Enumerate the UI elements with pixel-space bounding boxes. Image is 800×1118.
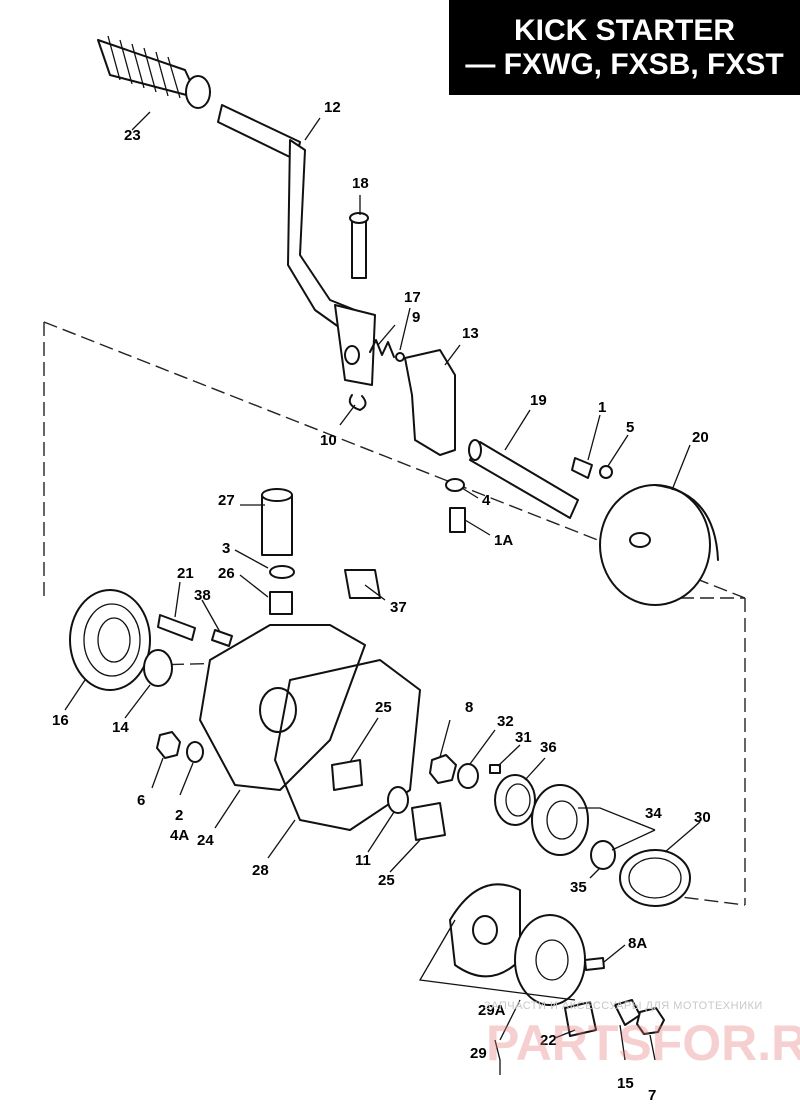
- starter-gear: [531, 784, 589, 856]
- callout-3: 3: [222, 540, 230, 557]
- spring-washer: [143, 649, 173, 687]
- lockwasher: [599, 465, 613, 479]
- callout-13: 13: [462, 325, 479, 342]
- callout-26: 26: [218, 565, 235, 582]
- ratchet-plate: [449, 883, 521, 978]
- callout-9: 9: [412, 309, 420, 326]
- kick-shaft: [468, 439, 579, 519]
- title-line-1: KICK STARTER: [513, 14, 736, 47]
- gear-stud: [564, 1001, 597, 1037]
- callout-34: 34: [645, 805, 662, 822]
- retaining-ring: [348, 394, 367, 411]
- watermark-caption: ЗАПЧАСТИ И АКСЕССУАРЫ ДЛЯ МОТОТЕХНИКИ: [484, 1000, 763, 1012]
- gear-bushing: [590, 840, 616, 870]
- callout-25-outer: 25: [378, 872, 395, 889]
- final-nut: [636, 1007, 665, 1035]
- clutch-spring: [619, 849, 691, 907]
- callout-8a: 8A: [628, 935, 647, 952]
- kick-crank-arm: [217, 104, 376, 386]
- set-plug: [211, 629, 233, 647]
- callout-20: 20: [692, 429, 709, 446]
- callout-10: 10: [320, 432, 337, 449]
- thrust-washer: [269, 565, 295, 579]
- outer-cover: [599, 484, 719, 606]
- gear-pin: [584, 957, 605, 971]
- ratchet-gear: [514, 914, 586, 1006]
- lock-washer: [186, 741, 204, 763]
- title-line-2: — FXWG, FXSB, FXST: [465, 48, 784, 81]
- clamp-bolt: [449, 507, 466, 533]
- callout-29a: 29A: [478, 1002, 506, 1019]
- bushing-long-top: [261, 488, 293, 502]
- callout-27: 27: [218, 492, 235, 509]
- callout-5: 5: [626, 419, 634, 436]
- callout-35: 35: [570, 879, 587, 896]
- bushing-outer: [411, 802, 446, 841]
- return-spring: [69, 589, 151, 691]
- gear-washer: [457, 763, 479, 789]
- callout-7: 7: [648, 1087, 656, 1104]
- callout-4: 4: [482, 492, 491, 509]
- callout-32: 32: [497, 713, 514, 730]
- callout-4a: 4A: [170, 827, 189, 844]
- crank-clamp: [404, 349, 456, 456]
- bushing-short: [269, 591, 293, 615]
- spring-screw: [157, 614, 196, 641]
- callout-23: 23: [124, 127, 141, 144]
- leader-lines: [64, 111, 701, 1075]
- callout-16: 16: [52, 712, 69, 729]
- detent-ball: [395, 352, 405, 362]
- callout-17: 17: [404, 289, 421, 306]
- callout-29: 29: [470, 1045, 487, 1062]
- callout-6: 6: [137, 792, 145, 809]
- hex-nut: [156, 731, 181, 759]
- callout-14: 14: [112, 719, 129, 736]
- callout-8: 8: [465, 699, 473, 716]
- detent-spring: [369, 339, 395, 358]
- callout-21: 21: [177, 565, 194, 582]
- woodruff-key: [489, 764, 501, 774]
- bushing-long: [261, 494, 293, 556]
- callout-1a: 1A: [494, 532, 513, 549]
- title-banner: KICK STARTER — FXWG, FXSB, FXST: [449, 0, 800, 95]
- flat-washer: [445, 478, 465, 492]
- callout-22: 22: [540, 1032, 557, 1049]
- callout-labels: 23 12 18 17 9 13 10 19 1 5 20 4 1A 27 3 …: [52, 99, 711, 1104]
- pivot-pin: [349, 212, 369, 279]
- callout-11: 11: [355, 852, 371, 869]
- callout-15: 15: [617, 1075, 634, 1092]
- callout-37: 37: [390, 599, 407, 616]
- callout-28: 28: [252, 862, 269, 879]
- callout-25-inner: 25: [375, 699, 392, 716]
- snap-ring: [387, 786, 409, 814]
- kick-pedal-rubber: [97, 35, 211, 109]
- kick-starter-housing: [199, 624, 366, 791]
- callout-18: 18: [352, 175, 369, 192]
- cover-screw: [571, 457, 593, 479]
- callout-1: 1: [598, 399, 606, 416]
- drain-plug: [344, 569, 381, 599]
- callout-31: 31: [515, 729, 532, 746]
- bushing-inner: [331, 759, 363, 791]
- mainshaft-gear: [494, 774, 536, 826]
- callout-19: 19: [530, 392, 547, 409]
- gear-nut: [429, 754, 457, 784]
- callout-24: 24: [197, 832, 214, 849]
- callout-30: 30: [694, 809, 711, 826]
- housing-gasket: [274, 659, 421, 831]
- callout-12: 12: [324, 99, 341, 116]
- callout-2: 2: [175, 807, 183, 824]
- callout-36: 36: [540, 739, 557, 756]
- callout-38: 38: [194, 587, 211, 604]
- watermark-brand: PARTSFOR.RU: [486, 1015, 800, 1071]
